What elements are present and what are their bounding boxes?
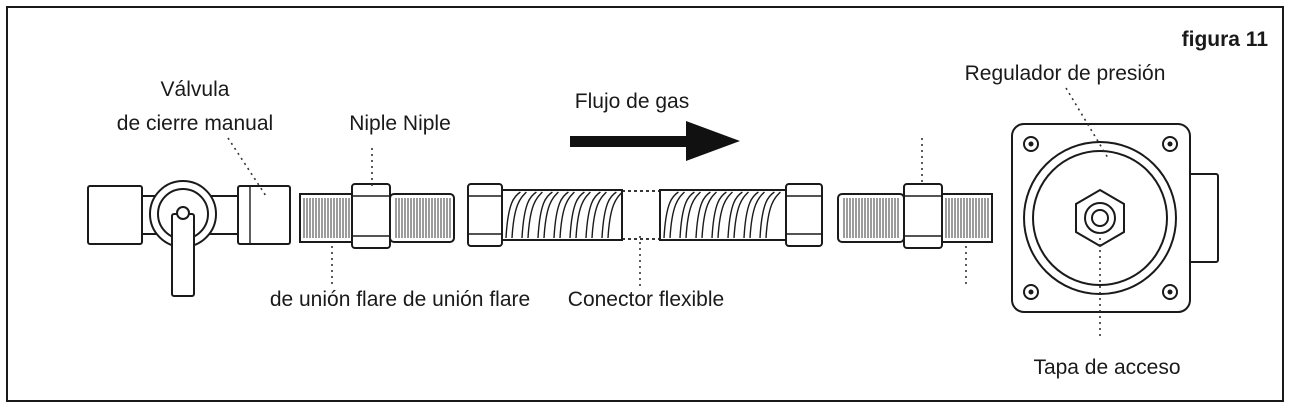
hose-coil <box>537 191 553 239</box>
label-gas-flow: Flujo de gas <box>575 90 689 113</box>
hose-coil <box>765 191 781 239</box>
pressure-regulator <box>1011 123 1219 313</box>
left-nipple-thread-a <box>299 193 355 243</box>
regulator-screw-tl <box>1023 136 1039 152</box>
hose-coil <box>569 191 585 239</box>
label-niple: Niple Niple <box>349 112 451 135</box>
regulator-screw-br <box>1162 284 1178 300</box>
regulator-side-port <box>1187 173 1219 263</box>
hose-coil <box>521 191 537 239</box>
connector-left-nut <box>467 183 503 247</box>
hose-coil <box>711 191 727 239</box>
left-flare-nipple <box>299 183 455 249</box>
hose-coil <box>669 191 685 239</box>
label-flexible-connector: Conector flexible <box>568 288 724 311</box>
valve-handle <box>171 213 195 297</box>
regulator-screw-tr <box>1162 136 1178 152</box>
right-flare-nipple <box>837 183 993 249</box>
hose-coil <box>695 191 711 239</box>
hose-coil <box>591 191 607 239</box>
label-access-cap: Tapa de acceso <box>1033 356 1180 379</box>
hose-coil <box>663 191 679 239</box>
label-valve-line1: Válvula <box>161 78 230 101</box>
hose-coil <box>759 191 775 239</box>
hose-coil <box>685 191 701 239</box>
hose-coil <box>749 191 765 239</box>
hose-coil <box>585 191 601 239</box>
hose-coil <box>679 191 695 239</box>
label-flare-union: de unión flare de unión flare <box>270 288 530 311</box>
hose-coil <box>575 191 591 239</box>
valve-left-end <box>87 185 143 245</box>
hose-coil <box>607 191 623 239</box>
hose-coil <box>601 191 617 239</box>
label-valve-line2: de cierre manual <box>117 112 273 135</box>
hose-coil <box>543 191 559 239</box>
hose-coil <box>559 191 575 239</box>
hose-coil <box>505 191 521 239</box>
figure-label: figura 11 <box>1182 28 1269 51</box>
label-regulator: Regulador de presión <box>965 62 1166 85</box>
connector-right-nut <box>785 183 823 247</box>
hose-coil <box>527 191 543 239</box>
hose-coil <box>727 191 743 239</box>
valve-right-end <box>237 185 291 245</box>
hose-coil <box>511 191 527 239</box>
gas-flow-arrow <box>570 121 740 161</box>
regulator-screw-bl <box>1023 284 1039 300</box>
hose-coil <box>553 191 569 239</box>
flexible-connector <box>467 183 823 247</box>
valve-pin <box>176 206 190 220</box>
leader-lines <box>227 87 1109 336</box>
hose-coil <box>743 191 759 239</box>
left-nipple-nut <box>351 183 391 249</box>
shutoff-valve <box>87 180 291 297</box>
hose-coil <box>733 191 749 239</box>
access-cap-center <box>1091 209 1109 227</box>
hose-coil <box>717 191 733 239</box>
right-nipple-nut <box>903 183 943 249</box>
hose-coil <box>701 191 717 239</box>
